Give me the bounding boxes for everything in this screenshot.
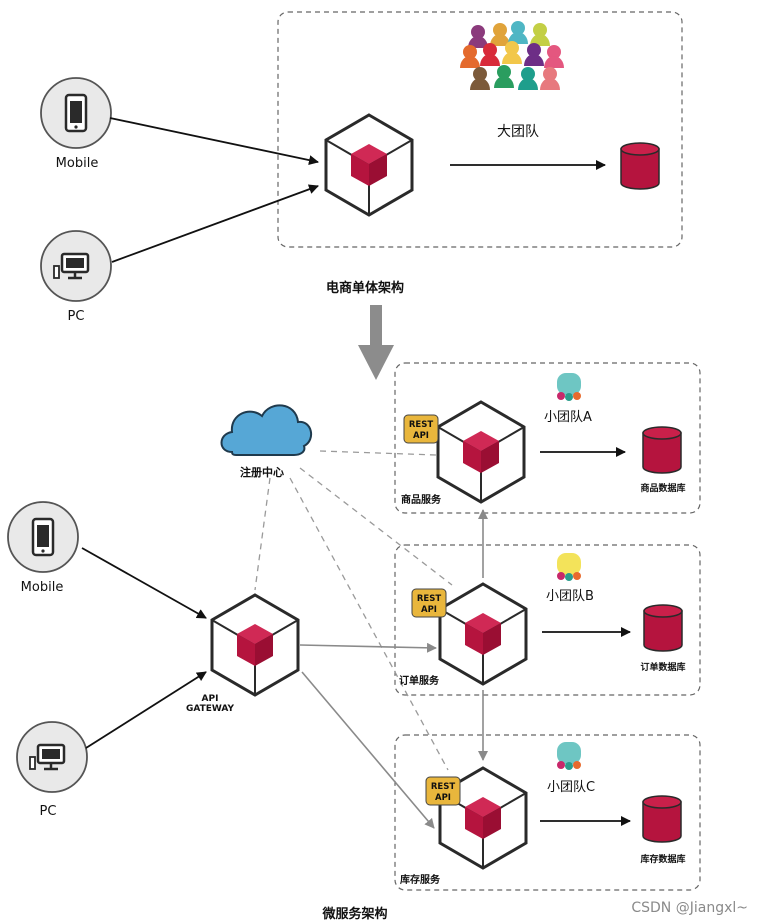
monolith-cube-icon (324, 113, 414, 217)
api-gateway-cube-icon (210, 593, 300, 697)
service-a-database-icon (642, 426, 682, 474)
transition-down-arrow-icon (358, 305, 394, 380)
monolith-database-icon (620, 142, 660, 190)
registry-links (254, 450, 453, 771)
mobile-label: Mobile (56, 156, 99, 171)
registry-cloud-icon (220, 404, 313, 456)
small-team-a-icon (557, 373, 581, 401)
mobile-device-icon (40, 77, 112, 149)
monolith-caption: 电商单体架构 (326, 280, 404, 296)
svg-text:REST: REST (409, 420, 433, 430)
small-team-b-icon (557, 553, 581, 581)
ms-mobile-label: Mobile (21, 580, 64, 595)
svg-text:REST: REST (417, 594, 441, 604)
service-c-rest-badge: REST API (425, 776, 461, 806)
microservices-caption: 微服务架构 (321, 906, 387, 922)
svg-text:API: API (435, 793, 451, 803)
pc-to-monolith-arrow (111, 184, 319, 263)
gateway-to-order-arrow (299, 642, 437, 653)
service-a-team-label: 小团队A (544, 410, 592, 425)
small-team-c-icon (557, 742, 581, 770)
gateway-label-line1: API (202, 694, 219, 704)
service-a-name: 商品服务 (401, 493, 442, 506)
large-team-label: 大团队 (497, 124, 539, 140)
service-b-db-label: 订单数据库 (640, 661, 685, 673)
svg-text:API: API (413, 431, 429, 441)
service-c-database-icon (642, 795, 682, 843)
service-b-name: 订单服务 (399, 674, 440, 687)
gateway-label-line2: GATEWAY (186, 704, 235, 714)
service-b-database-icon (643, 604, 683, 652)
service-a-boundary (394, 362, 701, 514)
service-c-db-label: 库存数据库 (640, 853, 685, 865)
pc-device-icon (40, 230, 112, 302)
svg-text:API: API (421, 605, 437, 615)
service-b-rest-badge: REST API (411, 588, 447, 618)
service-a-cube-icon (436, 400, 526, 504)
mobile-to-monolith-arrow (109, 117, 319, 166)
service-b-boundary (394, 544, 701, 696)
registry-label: 注册中心 (240, 465, 284, 479)
ms-mobile-to-gateway-arrow (81, 547, 207, 619)
gateway-to-inventory-arrow (301, 671, 435, 829)
service-c-name: 库存服务 (400, 873, 441, 886)
ms-pc-label: PC (40, 804, 57, 819)
pc-label: PC (68, 309, 85, 324)
service-a-db-label: 商品数据库 (640, 482, 685, 494)
svg-text:REST: REST (431, 782, 455, 792)
ms-pc-to-gateway-arrow (85, 671, 207, 749)
service-a-rest-badge: REST API (403, 414, 439, 444)
monolith-boundary (277, 11, 683, 248)
service-b-team-label: 小团队B (546, 589, 594, 604)
ms-mobile-device-icon (7, 501, 79, 573)
service-c-team-label: 小团队C (547, 780, 595, 795)
large-team-icon (460, 21, 564, 90)
service-c-boundary (394, 734, 701, 891)
service-b-cube-icon (438, 582, 528, 686)
watermark: CSDN @Jiangxl~ (631, 900, 748, 916)
ms-pc-device-icon (16, 721, 88, 793)
